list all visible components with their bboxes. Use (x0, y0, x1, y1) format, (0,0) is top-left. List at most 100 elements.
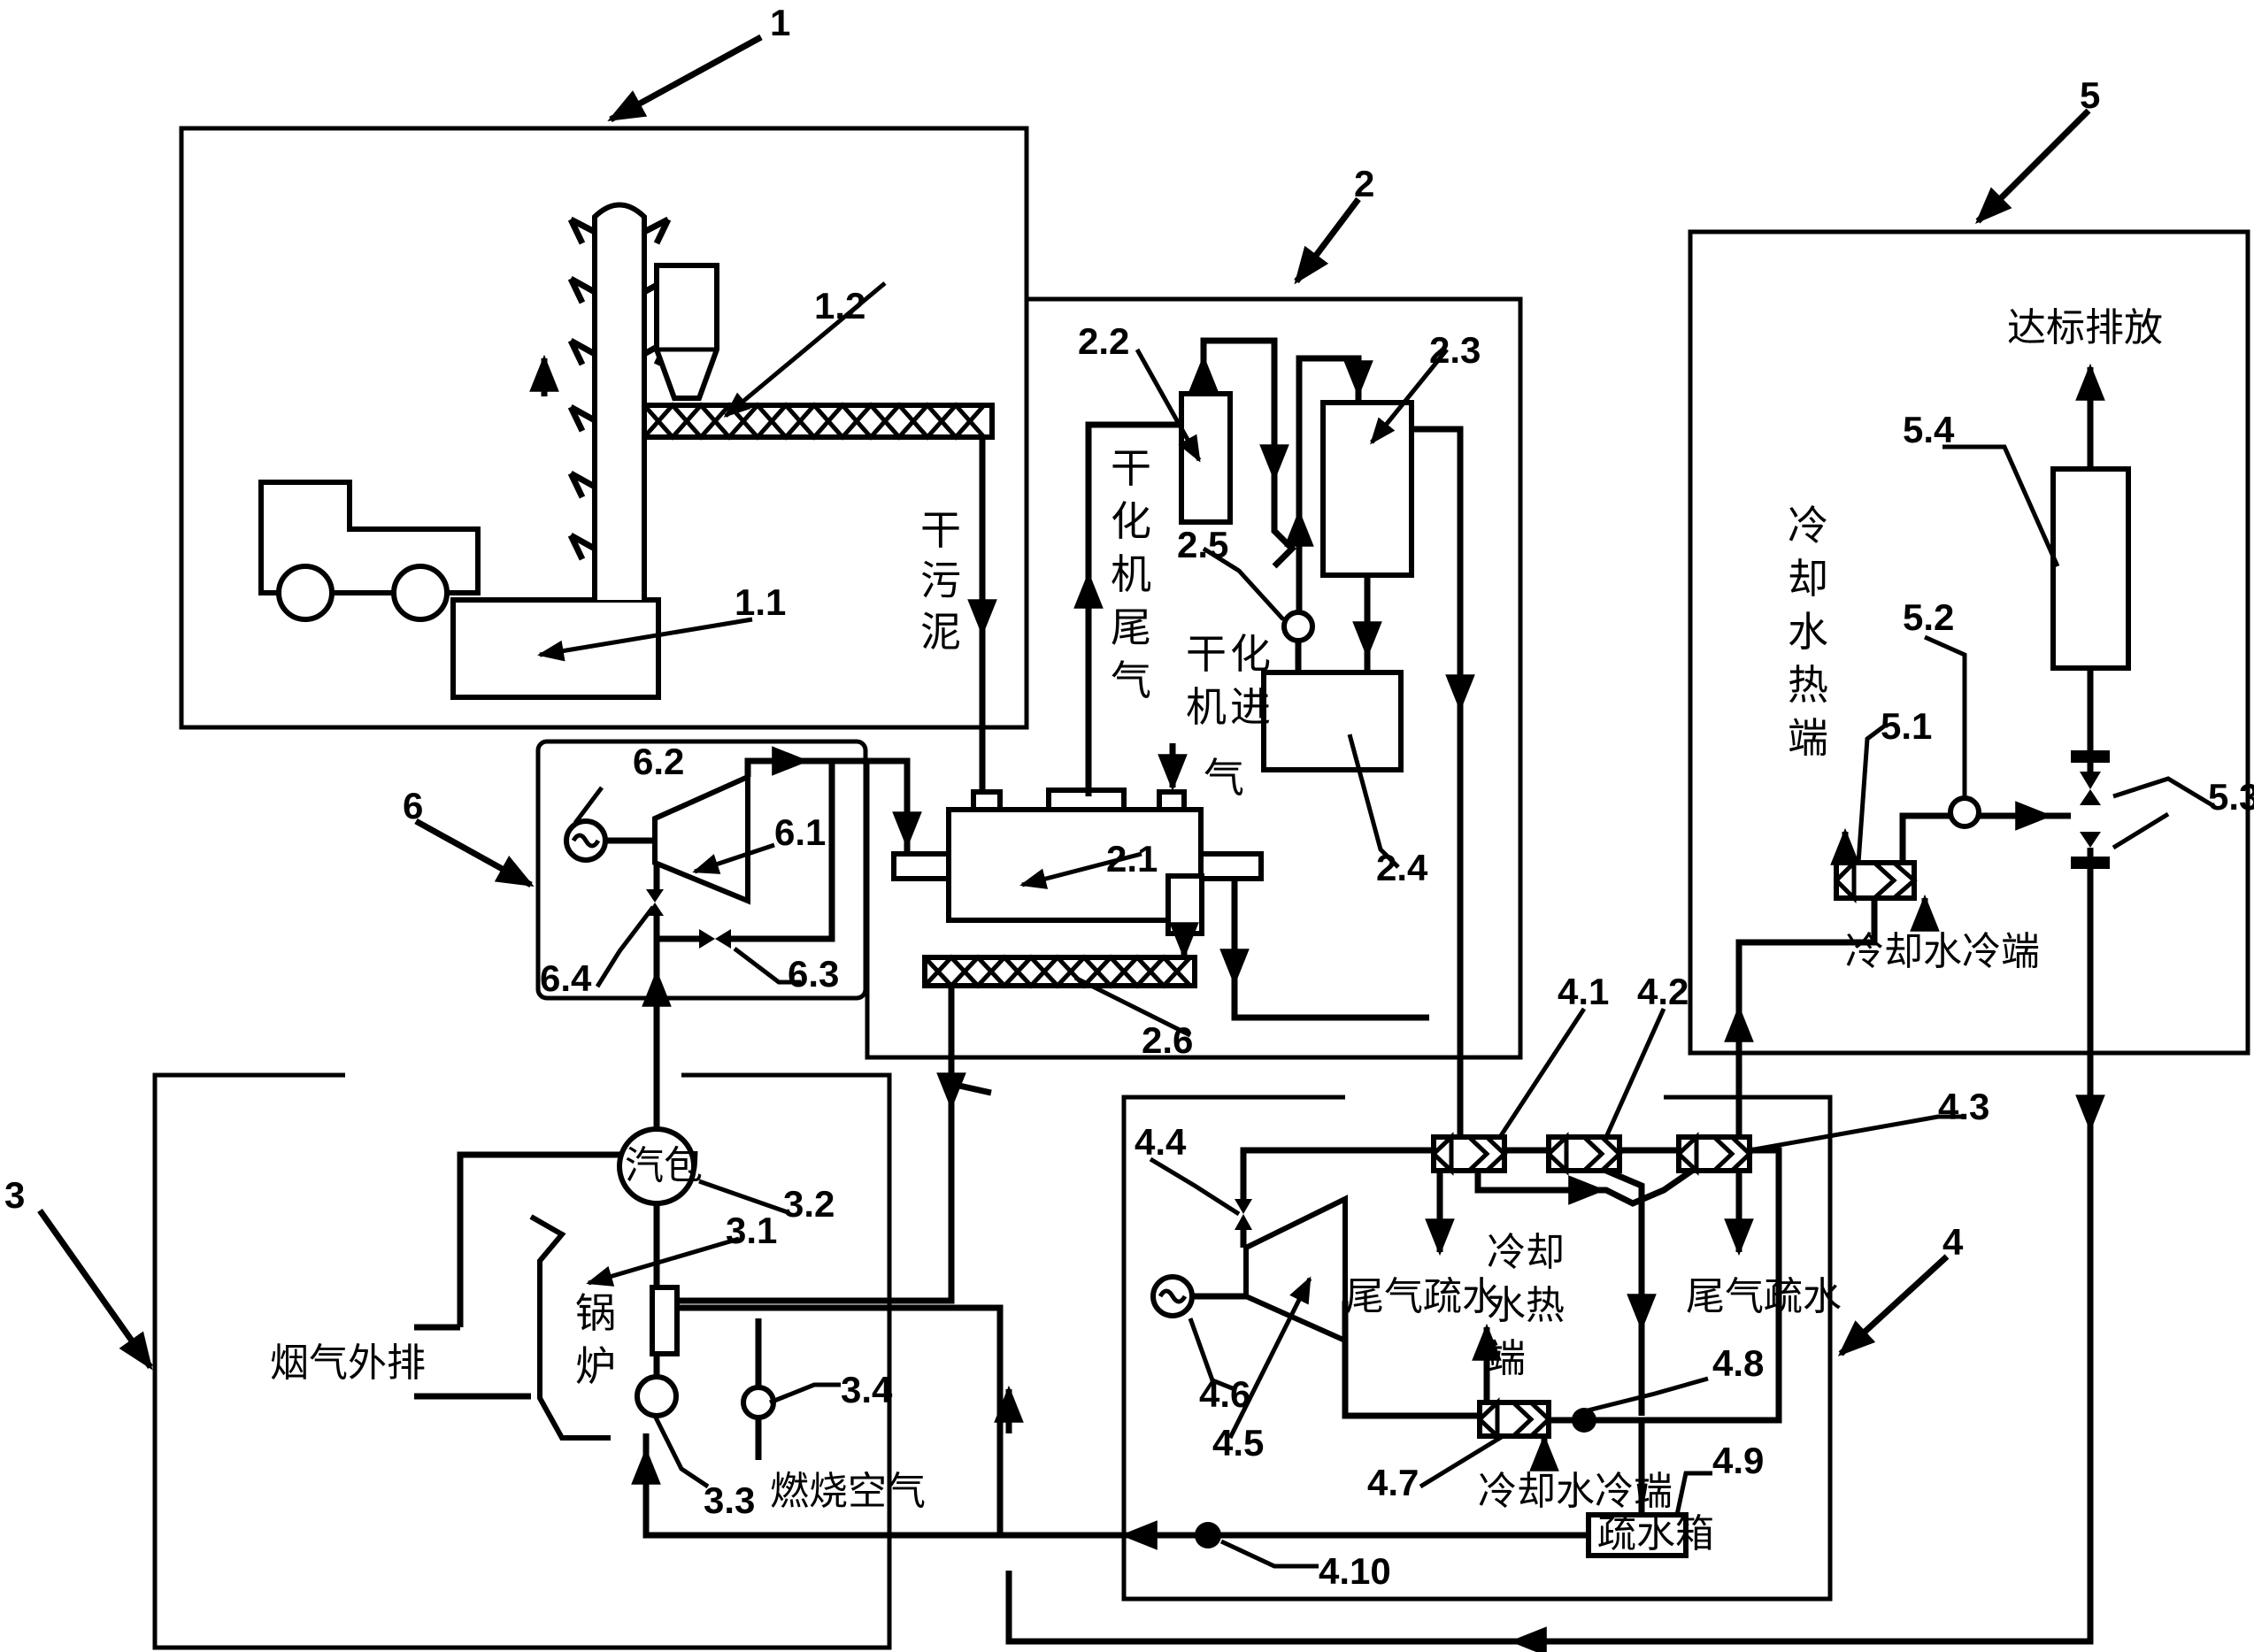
pointer-1-2 (723, 281, 887, 418)
cooling-hot-5-text: 冷 却 水 热 端 (1788, 502, 1828, 762)
pointer-6-4 (595, 905, 655, 988)
label-4-4: 4.4 (1135, 1121, 1187, 1163)
label-2-5: 2.5 (1177, 524, 1228, 565)
pointer-3 (37, 1208, 153, 1371)
cooling-hot-4-text: 冷却 水热 端 (1487, 1230, 1565, 1381)
dryer-discharge (1165, 873, 1204, 936)
pointer-2-tail (950, 1080, 992, 1096)
absorber-5-4 (2050, 466, 2131, 671)
feed-silo (654, 263, 719, 401)
dryer-exhaust-line (1085, 421, 1181, 796)
pointer-2-5 (1202, 546, 1285, 621)
pointer-3-3 (652, 1414, 710, 1489)
pointer-2-6 (1073, 975, 1192, 1038)
svg-text:端: 端 (1487, 1336, 1526, 1381)
svg-text:端: 端 (1788, 714, 1828, 762)
emission-ok-text: 达标排放 (2007, 305, 2163, 350)
drain-tank-text: 疏水箱 (1597, 1511, 1714, 1556)
label-4-6: 4.6 (1199, 1373, 1250, 1415)
pointer-5-2 (1923, 634, 1967, 798)
label-3-4: 3.4 (841, 1369, 893, 1410)
pointer-4-7 (1419, 1433, 1506, 1489)
label-section-1: 1 (770, 2, 790, 43)
pointer-6-1 (692, 842, 775, 874)
svg-text:污: 污 (920, 557, 961, 604)
label-4-1: 4.1 (1558, 971, 1609, 1012)
label-section-4: 4 (1942, 1221, 1964, 1263)
pointer-3-4 (769, 1382, 841, 1405)
dry-product-line (664, 986, 955, 1304)
pointer-6-3 (733, 947, 801, 985)
dryer-exhaust-text: 干 化 机 尾 气 (1111, 444, 1151, 704)
pointer-4-10 (1219, 1539, 1319, 1569)
pointer-4-6 (1188, 1318, 1235, 1392)
dryer-outlet-port (1198, 851, 1264, 881)
dryer-inlet-text: 干 机 化 进 气 (1186, 630, 1271, 802)
pointer-5-4 (1942, 444, 2060, 568)
turbine-6-1 (652, 772, 750, 905)
turbine-exhaust-line (748, 757, 911, 854)
label-4-2: 4.2 (1637, 971, 1689, 1012)
label-5-4: 5.4 (1903, 409, 1955, 450)
heat-exchanger-4-2 (1546, 1132, 1623, 1176)
pointer-4-1 (1497, 1007, 1587, 1139)
receiving-pit-1-1 (450, 597, 661, 700)
heat-exchanger-5-1 (1834, 857, 1918, 904)
pointer-2-2 (1135, 348, 1202, 463)
air-fan-3-4 (741, 1385, 776, 1420)
valve-4-4 (1235, 1199, 1252, 1230)
label-1-1: 1.1 (735, 581, 786, 623)
label-4-7: 4.7 (1367, 1462, 1419, 1503)
to-4-8-line (1562, 1147, 1782, 1424)
section-2-dryer (664, 337, 1475, 1304)
section-6-frame (535, 739, 868, 1001)
section-1-frame (179, 126, 1029, 730)
pointer-4 (1837, 1254, 1950, 1356)
label-5-2: 5.2 (1903, 596, 1954, 638)
steam-to-4-4-line (1240, 1147, 1434, 1199)
label-5-3: 5.3 (2208, 776, 2254, 818)
label-5-1: 5.1 (1881, 705, 1932, 747)
turbine-4-5 (1243, 1195, 1348, 1345)
svg-text:水热: 水热 (1487, 1283, 1565, 1328)
pointer-4-2 (1604, 1007, 1666, 1139)
scrubber-2-3 (1320, 400, 1414, 578)
svg-text:进: 进 (1230, 683, 1271, 731)
hx-to-pump (1899, 812, 1950, 863)
label-2-6: 2.6 (1142, 1019, 1193, 1061)
label-6-4: 6.4 (540, 957, 592, 999)
fan-2-5 (1281, 610, 1315, 643)
steam-main-line (653, 935, 699, 1128)
section-3-frame (152, 1072, 892, 1650)
pointer-4-9 (1674, 1471, 1712, 1516)
section-6-turbine (564, 746, 922, 1128)
label-4-9: 4.9 (1712, 1440, 1764, 1481)
svg-text:干: 干 (1111, 444, 1151, 492)
cooling-4-link (1474, 1168, 1694, 1207)
section-5-cooling (1724, 363, 2214, 1137)
pointer-1-1 (537, 617, 753, 662)
header-3-3 (635, 1374, 679, 1418)
heat-exchanger-4-3 (1676, 1132, 1753, 1176)
boiler-text: 锅 炉 (575, 1289, 616, 1390)
svg-text:气: 气 (1111, 657, 1151, 704)
section-4-frame (1121, 1095, 1833, 1602)
label-6-2: 6.2 (633, 741, 684, 782)
exhaust-drain-right-text: 尾气疏水 (1686, 1274, 1842, 1319)
condenser-to-scrubber-line (1200, 337, 1296, 569)
bucket-elevator (592, 202, 647, 600)
pump-5-2 (1948, 795, 1981, 829)
pump-4-10 (1195, 1522, 1221, 1548)
section-1-box (1024, 296, 1069, 727)
label-3-2: 3.2 (783, 1183, 835, 1225)
section-4-condensate (1149, 1007, 1965, 1569)
label-6-1: 6.1 (774, 811, 826, 853)
pointer-4-8 (1583, 1376, 1709, 1414)
svg-text:机: 机 (1111, 550, 1151, 598)
label-section-3: 3 (4, 1174, 25, 1216)
dryer-top-port-3 (1157, 789, 1187, 812)
label-2-1: 2.1 (1106, 838, 1158, 880)
cooling-cold-5-text: 冷却水冷端 (1845, 929, 2040, 974)
cooling-cold-4-text: 冷却水冷端 (1478, 1469, 1673, 1514)
